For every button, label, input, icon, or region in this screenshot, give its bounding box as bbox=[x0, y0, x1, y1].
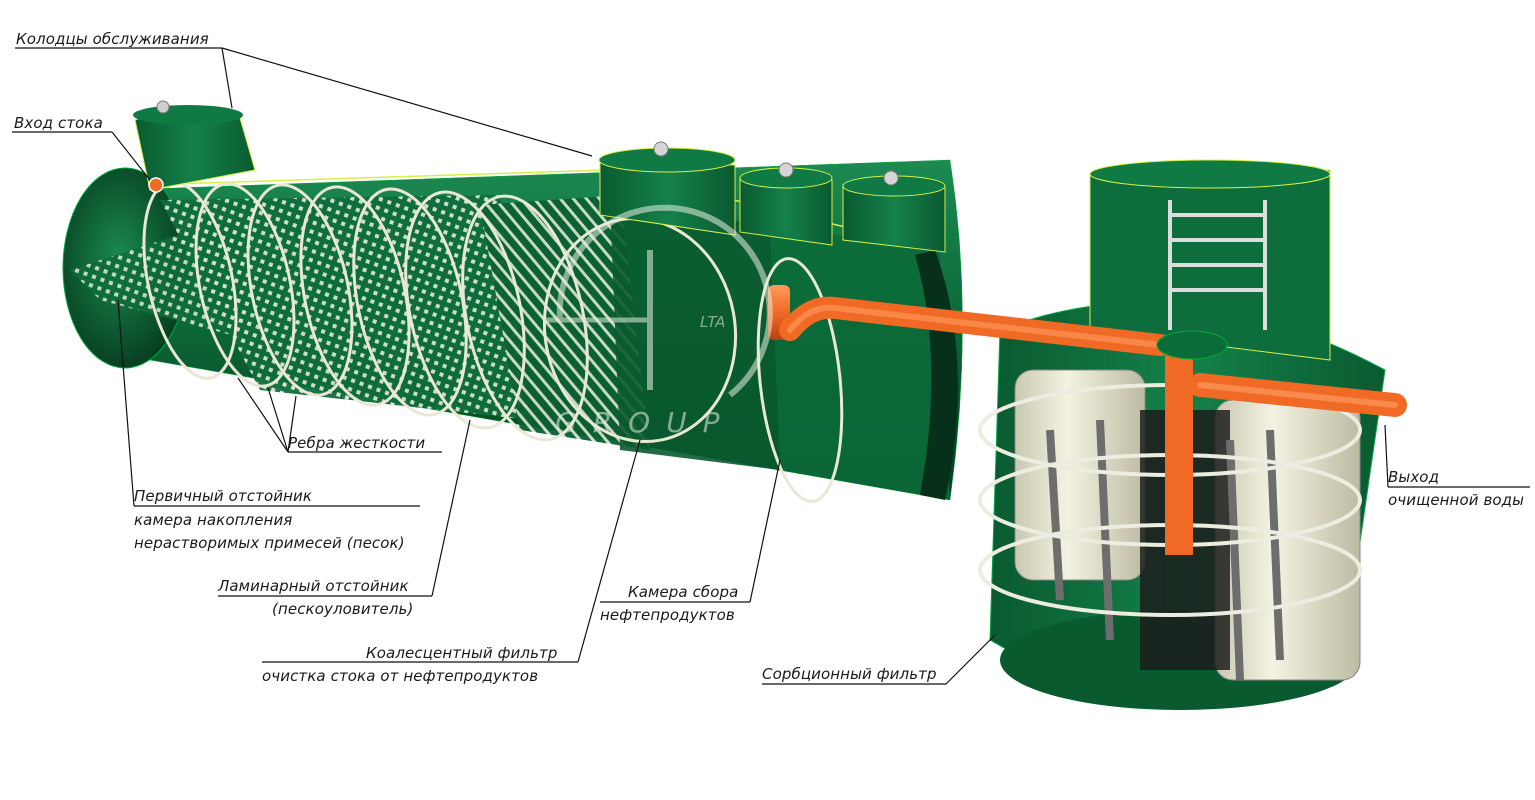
label-service-wells: Колодцы обслуживания bbox=[16, 30, 209, 48]
ladder bbox=[1168, 200, 1267, 330]
well-cap bbox=[883, 170, 899, 186]
watermark-top: LTA bbox=[700, 313, 725, 331]
label-coalescent-filter-1: Коалесцентный фильтр bbox=[366, 644, 558, 662]
transfer-pipe bbox=[768, 285, 1407, 555]
label-primary-settler-1: Первичный отстойник bbox=[134, 487, 312, 505]
well-cap bbox=[653, 141, 669, 157]
label-coalescent-filter-2: очистка стока от нефтепродуктов bbox=[262, 667, 539, 685]
service-wells bbox=[133, 100, 946, 253]
well-cap bbox=[778, 162, 794, 178]
label-inlet: Вход стока bbox=[14, 114, 103, 132]
watermark-bottom: GROUP bbox=[555, 406, 736, 439]
inlet-marker bbox=[148, 177, 164, 193]
label-ribs: Ребра жесткости bbox=[288, 434, 426, 452]
label-oil-chamber-2: нефтепродуктов bbox=[600, 606, 735, 624]
laminar-media bbox=[160, 195, 530, 420]
label-outlet-2: очищенной воды bbox=[1388, 491, 1525, 509]
stiffening-ribs bbox=[142, 180, 844, 503]
watermark-logo: LTA GROUP bbox=[545, 204, 773, 439]
well-cap bbox=[156, 100, 170, 114]
leader-lines bbox=[12, 47, 1530, 685]
label-oil-chamber-1: Камера сбора bbox=[628, 583, 739, 601]
label-laminar-settler-2: (пескоуловитель) bbox=[272, 600, 414, 618]
label-primary-settler-2: камера накопления bbox=[134, 511, 293, 529]
label-sorption-filter: Сорбционный фильтр bbox=[762, 665, 937, 683]
label-outlet-1: Выход bbox=[1388, 468, 1440, 486]
label-laminar-settler-1: Ламинарный отстойник bbox=[218, 577, 409, 595]
label-primary-settler-3: нерастворимых примесей (песок) bbox=[134, 534, 405, 552]
